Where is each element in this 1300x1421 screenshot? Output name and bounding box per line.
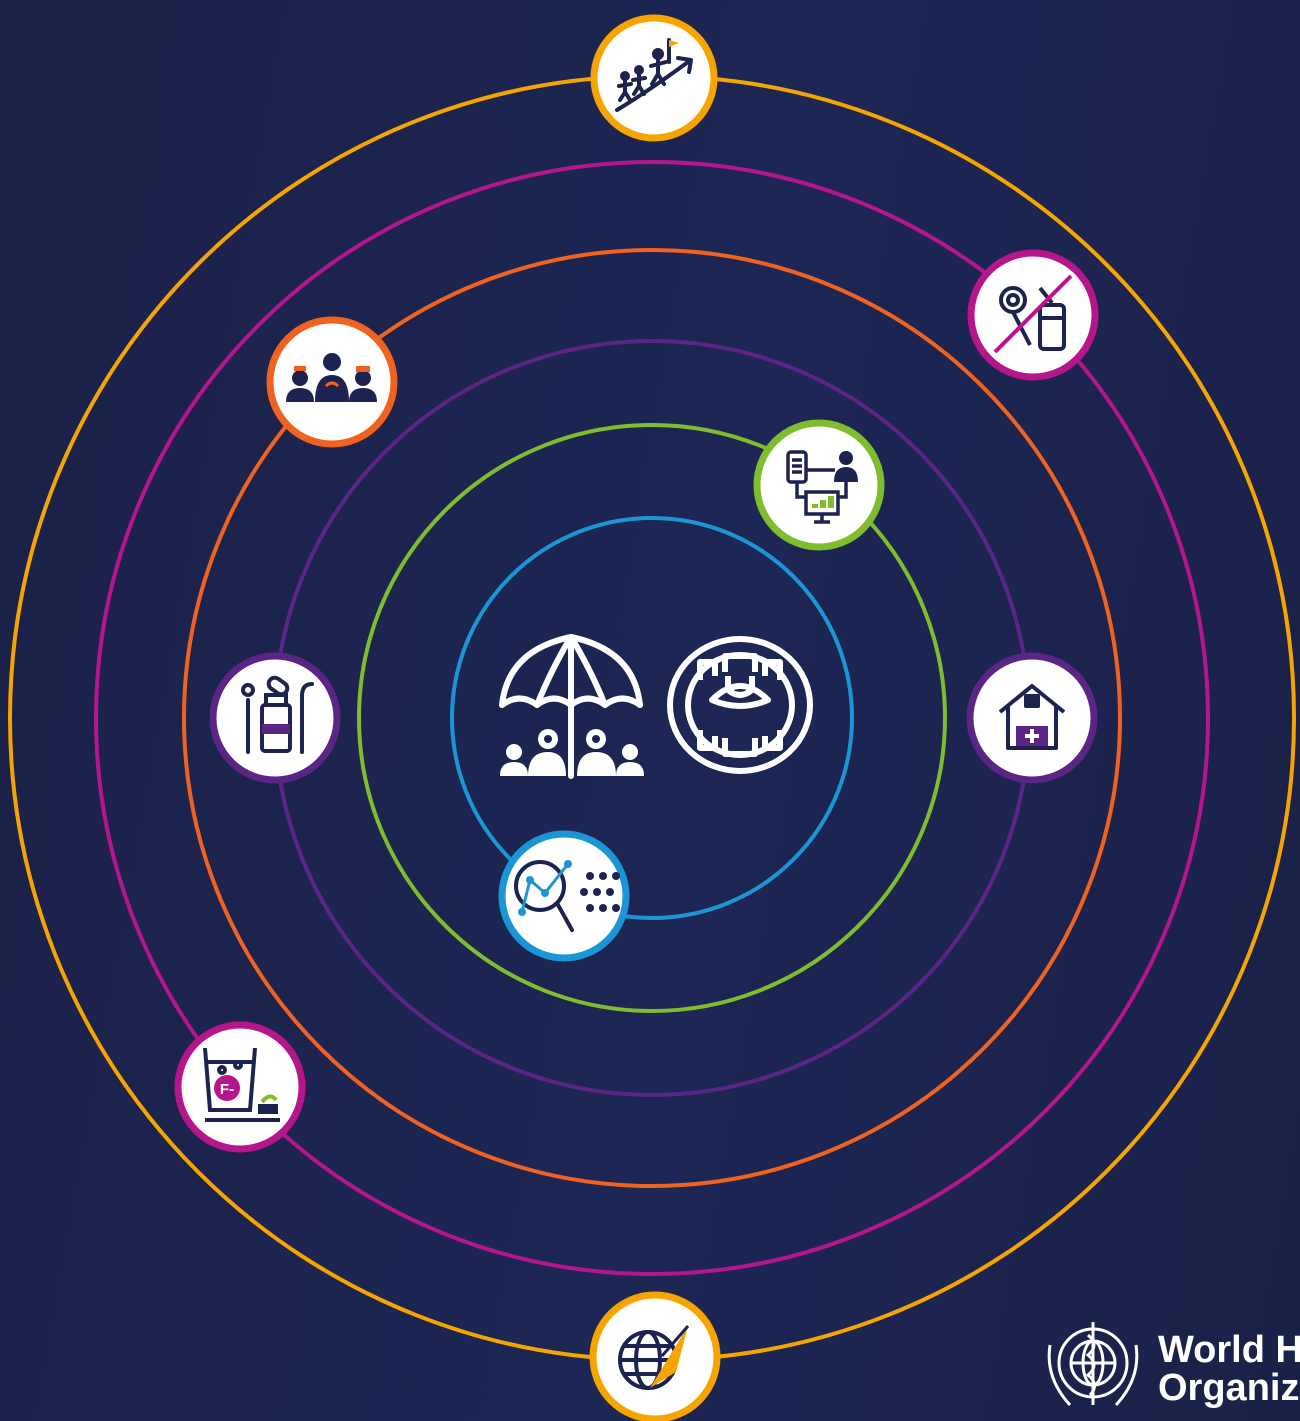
node-workforce[interactable] bbox=[266, 316, 398, 448]
logo-line-1: World He bbox=[1158, 1329, 1300, 1371]
node-global-research[interactable] bbox=[589, 1291, 721, 1421]
umbrella-people-icon bbox=[499, 634, 644, 779]
ring-magenta bbox=[94, 160, 1210, 1276]
who-emblem-icon bbox=[1047, 1322, 1139, 1407]
health-workforce-icon bbox=[286, 353, 377, 402]
surveillance-data-icon bbox=[514, 860, 574, 932]
node-digital-health[interactable] bbox=[753, 419, 885, 551]
ring-outer-yellow bbox=[8, 74, 1296, 1362]
no-sugar-tobacco-icon bbox=[999, 286, 1066, 351]
node-fluoride[interactable]: F- bbox=[174, 1021, 306, 1153]
ring-inner-blue bbox=[450, 516, 854, 920]
who-logo: World He Organizat bbox=[1047, 1322, 1300, 1409]
ring-green bbox=[357, 423, 947, 1013]
node-no-sugar-tobacco[interactable] bbox=[967, 249, 1099, 381]
ring-purple bbox=[273, 339, 1031, 1097]
digital-health-icon bbox=[786, 450, 848, 524]
primary-care-clinic-icon bbox=[998, 684, 1066, 750]
logo-line-2: Organizat bbox=[1158, 1367, 1300, 1409]
fluoride-label: F- bbox=[220, 1081, 234, 1098]
fluoride-toothbrush-icon bbox=[203, 1047, 280, 1122]
ring-orange bbox=[182, 248, 1122, 1188]
rings bbox=[8, 74, 1296, 1362]
node-surveillance[interactable] bbox=[498, 830, 630, 962]
open-mouth-icon bbox=[667, 636, 813, 774]
node-leadership[interactable] bbox=[590, 14, 718, 142]
node-medicines[interactable] bbox=[209, 652, 341, 784]
node-primary-care[interactable] bbox=[966, 652, 1098, 784]
